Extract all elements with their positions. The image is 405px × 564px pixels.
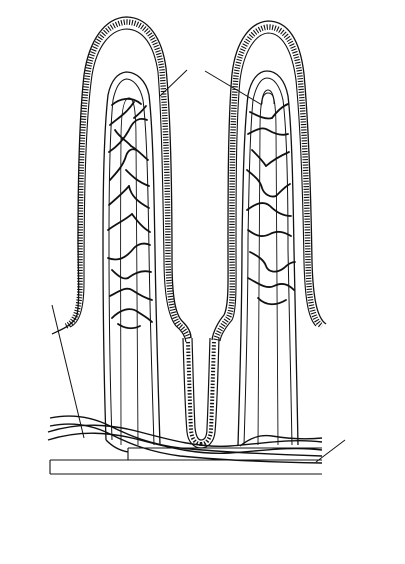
leader-line-left bbox=[52, 305, 84, 438]
left-villus bbox=[52, 17, 191, 445]
leader-lines bbox=[52, 70, 345, 462]
leader-line-right bbox=[316, 440, 345, 462]
vessel-branch-left bbox=[106, 440, 128, 452]
right-villus bbox=[212, 21, 326, 445]
crypt-inner-wall bbox=[192, 338, 210, 440]
base-step bbox=[128, 448, 322, 460]
right-villus-core bbox=[238, 71, 298, 445]
intestinal-crypt bbox=[183, 338, 219, 448]
crypt-outer-wall bbox=[183, 338, 219, 448]
